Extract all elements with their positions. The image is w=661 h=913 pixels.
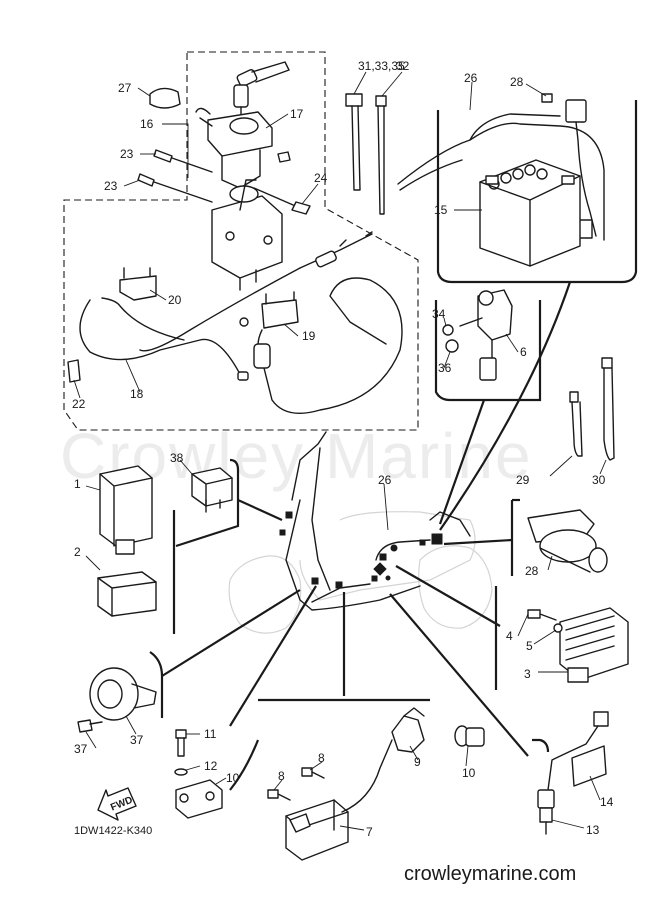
ignition-group-outline bbox=[63, 51, 419, 431]
callout-3: 3 bbox=[524, 667, 531, 681]
cable-20 bbox=[253, 277, 403, 414]
washer-13 bbox=[174, 768, 188, 776]
callout-21: 20 bbox=[168, 293, 182, 307]
plug-lead bbox=[341, 739, 393, 813]
callout-28-overlay: 28 bbox=[525, 564, 539, 578]
plug-cap-9 bbox=[391, 707, 425, 753]
callout-10-correct: 10 bbox=[462, 766, 476, 780]
callout-37-correct: 37 bbox=[74, 742, 88, 756]
callout-14: 13 bbox=[586, 823, 600, 837]
callout-7: 7 bbox=[366, 825, 373, 839]
callout-4: 4 bbox=[506, 629, 513, 643]
starter-relay-group bbox=[434, 289, 542, 402]
screw-8b bbox=[301, 767, 325, 779]
callout-18: 17 bbox=[290, 107, 304, 121]
cdi-unit bbox=[99, 465, 153, 555]
diagram-code: 1DW1422-K340 bbox=[74, 825, 152, 837]
callout-27: 28 bbox=[510, 75, 524, 89]
connector-15 bbox=[593, 711, 609, 727]
callout-25: 27 bbox=[118, 81, 132, 95]
screw-4 bbox=[527, 609, 557, 621]
callout-8-right: 8 bbox=[318, 751, 325, 765]
plug-cap-10 bbox=[454, 725, 485, 747]
cdi-rubber-cover bbox=[97, 571, 157, 617]
horn-36 bbox=[89, 667, 157, 721]
callout-16: 15 bbox=[434, 203, 448, 217]
callout-38: 38 bbox=[170, 451, 184, 465]
callout-17: 16 bbox=[140, 117, 154, 131]
screw-12 bbox=[175, 729, 187, 757]
callout-5: 5 bbox=[526, 639, 533, 653]
nut-34-lower bbox=[445, 339, 459, 353]
cable-tie-32 bbox=[601, 357, 615, 461]
callout-15: 14 bbox=[600, 795, 614, 809]
harness-markers bbox=[279, 511, 443, 589]
regulator-3 bbox=[559, 607, 629, 683]
callout-1: 1 bbox=[74, 477, 81, 491]
callout-30: 32 bbox=[396, 59, 410, 73]
callout-11: 10 bbox=[226, 771, 240, 785]
nut-34-upper bbox=[442, 324, 454, 336]
lock-cap bbox=[149, 87, 181, 109]
o2-sensor-14 bbox=[537, 789, 555, 835]
ignition-coil-7 bbox=[285, 799, 349, 861]
screw-23-lower bbox=[137, 173, 213, 203]
bracket-21 bbox=[119, 267, 157, 301]
callout-34-lower: 36 bbox=[438, 361, 452, 375]
callout-26-mid: 26 bbox=[378, 473, 392, 487]
scooter-outline bbox=[228, 431, 493, 634]
callout-9: 9 bbox=[414, 755, 421, 769]
callout-23-upper: 23 bbox=[120, 147, 134, 161]
rectifier-28 bbox=[511, 498, 608, 573]
callout-2: 2 bbox=[74, 545, 81, 559]
callout-20: 19 bbox=[302, 329, 316, 343]
main-switch-body bbox=[211, 179, 283, 291]
callout-31-33-35: 29 bbox=[516, 473, 530, 487]
callout-13: 12 bbox=[204, 759, 218, 773]
callout-22: 22 bbox=[72, 397, 86, 411]
callout-32: 30 bbox=[592, 473, 606, 487]
ignition-switch-group bbox=[63, 51, 419, 431]
callout-26-top: 26 bbox=[464, 71, 478, 85]
callout-labels: 27 16 17 23 23 24 31,33,35 32 26 28 15 2… bbox=[72, 59, 614, 839]
callout-34-upper: 34 bbox=[432, 307, 446, 321]
battery-harness bbox=[397, 122, 605, 241]
cable-tie-29 bbox=[345, 93, 363, 191]
battery-group-outline bbox=[436, 100, 638, 284]
callout-23-lower: 23 bbox=[104, 179, 118, 193]
cdi-group bbox=[97, 465, 157, 617]
battery-group bbox=[397, 93, 638, 284]
bracket-20 bbox=[239, 291, 299, 329]
group-connectors bbox=[149, 281, 572, 791]
screw-small bbox=[277, 151, 291, 163]
forward-arrow: FWD bbox=[97, 787, 137, 821]
callout-19: 18 bbox=[130, 387, 144, 401]
callout-12: 11 bbox=[204, 727, 217, 741]
label-15 bbox=[571, 745, 607, 787]
battery bbox=[479, 159, 581, 267]
main-switch-top bbox=[195, 107, 273, 189]
callout-36: 37 bbox=[130, 733, 144, 747]
seat-lock-cable bbox=[139, 231, 373, 352]
bolt-24 bbox=[253, 187, 311, 215]
ignition-coil-group bbox=[267, 707, 485, 861]
sensor-11 bbox=[175, 779, 223, 819]
relay-38 bbox=[191, 467, 233, 513]
leader-lines bbox=[73, 71, 607, 831]
cable-19 bbox=[79, 297, 249, 381]
o2-sensor-group bbox=[532, 711, 609, 835]
screw-22 bbox=[67, 359, 81, 383]
screw-8a bbox=[267, 789, 291, 801]
callout-8-left: 8 bbox=[278, 769, 285, 783]
cable-tie-30 bbox=[375, 95, 387, 215]
website-text: crowleymarine.com bbox=[404, 863, 576, 885]
bolt-37 bbox=[77, 719, 103, 733]
relay-group-outline bbox=[434, 300, 542, 402]
screw-23-upper bbox=[153, 149, 213, 173]
callout-24: 24 bbox=[314, 171, 328, 185]
callout-29: 31,33,35 bbox=[358, 59, 405, 73]
callout-6: 6 bbox=[520, 345, 527, 359]
cable-tie-31 bbox=[569, 391, 583, 457]
